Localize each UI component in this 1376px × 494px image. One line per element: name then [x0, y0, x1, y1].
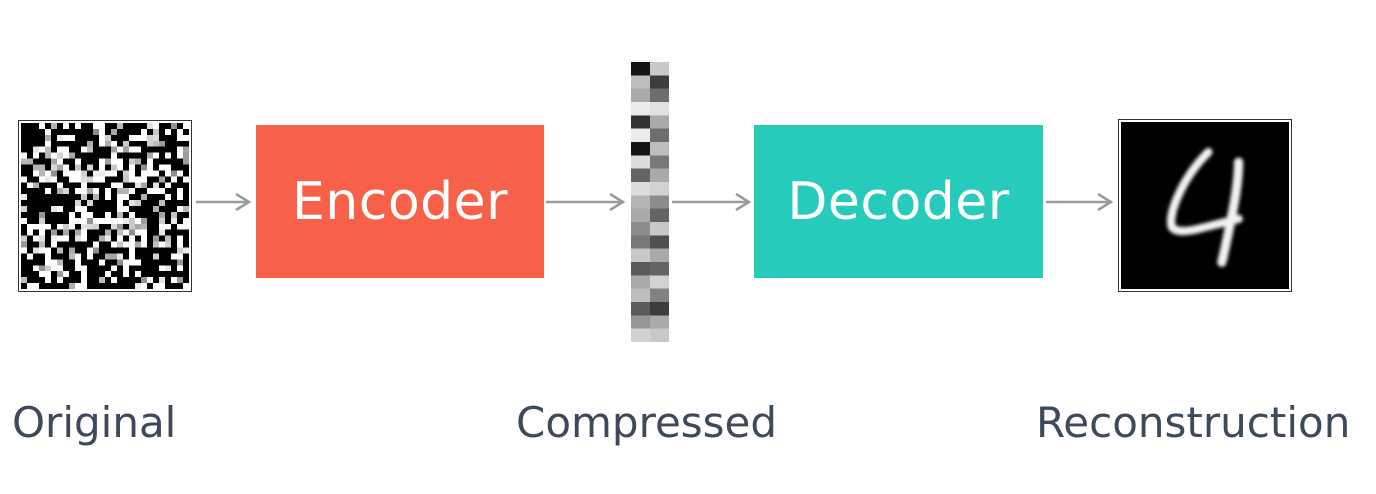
code-cell	[650, 142, 669, 156]
code-cell	[631, 302, 650, 316]
code-cell	[650, 262, 669, 276]
noisy-digit-icon	[21, 123, 189, 289]
code-cell	[631, 248, 650, 262]
code-cell	[631, 195, 650, 209]
arrow-original-to-encoder	[196, 190, 252, 214]
code-cell	[631, 75, 650, 89]
code-cell	[650, 128, 669, 142]
code-cell	[650, 195, 669, 209]
decoder-block: Decoder	[754, 125, 1043, 278]
code-cell	[631, 208, 650, 222]
digit-4-icon	[1121, 122, 1289, 289]
original-noisy-image	[18, 120, 192, 292]
code-cell	[650, 248, 669, 262]
code-cell	[631, 168, 650, 182]
code-cell	[650, 302, 669, 316]
code-cell	[650, 315, 669, 329]
code-cell	[650, 328, 669, 342]
code-cell	[631, 115, 650, 129]
code-cell	[650, 208, 669, 222]
caption-compressed: Compressed	[516, 398, 778, 447]
reconstruction-image	[1118, 119, 1292, 292]
code-cell	[631, 235, 650, 249]
code-cell	[631, 288, 650, 302]
code-cell	[631, 275, 650, 289]
decoder-label: Decoder	[787, 171, 1010, 232]
code-cell	[650, 235, 669, 249]
code-cell	[650, 155, 669, 169]
caption-reconstruction: Reconstruction	[1036, 398, 1351, 447]
arrow-code-to-decoder	[672, 190, 752, 214]
code-cell	[631, 102, 650, 116]
code-cell	[631, 315, 650, 329]
code-cell	[650, 222, 669, 236]
code-grid-icon	[631, 62, 669, 342]
arrow-encoder-to-code	[546, 190, 626, 214]
code-cell	[650, 275, 669, 289]
code-cell	[631, 142, 650, 156]
compressed-code-vector	[631, 62, 669, 342]
arrow-decoder-to-reconstruction	[1046, 190, 1114, 214]
code-cell	[650, 168, 669, 182]
code-cell	[631, 88, 650, 102]
code-cell	[650, 102, 669, 116]
code-cell	[650, 182, 669, 196]
code-cell	[631, 128, 650, 142]
code-cell	[650, 88, 669, 102]
code-cell	[631, 155, 650, 169]
code-cell	[631, 222, 650, 236]
code-cell	[631, 328, 650, 342]
code-cell	[631, 262, 650, 276]
code-cell	[650, 115, 669, 129]
code-cell	[631, 62, 650, 76]
encoder-block: Encoder	[256, 125, 544, 278]
code-cell	[650, 62, 669, 76]
caption-original: Original	[12, 398, 177, 447]
code-cell	[650, 75, 669, 89]
encoder-label: Encoder	[291, 171, 509, 232]
code-cell	[650, 288, 669, 302]
code-cell	[631, 182, 650, 196]
